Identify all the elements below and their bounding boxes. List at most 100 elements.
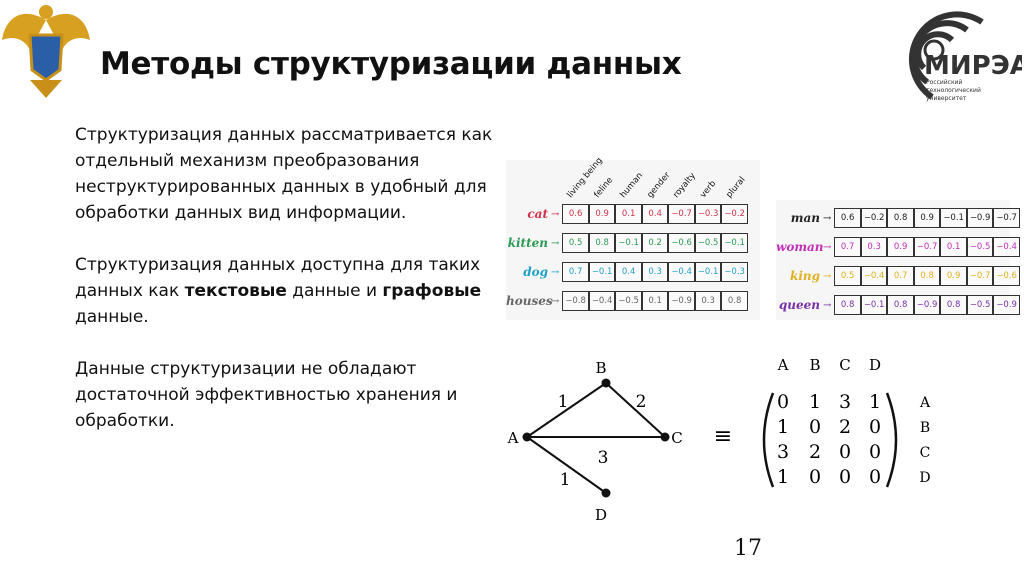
vector-cell: −0.8 (562, 291, 589, 311)
vector-cell: −0.1 (940, 208, 967, 228)
graph-edge (526, 382, 607, 438)
edge-weight: 2 (636, 392, 647, 412)
matrix-right-bracket (885, 392, 898, 488)
row-word: kitten (507, 236, 548, 250)
text: данные. (75, 307, 149, 327)
matrix-cell: 0 (839, 441, 851, 463)
vector-cell: −0.9 (668, 291, 695, 311)
matrix-row-label: B (920, 420, 930, 436)
matrix-cell: 0 (809, 416, 821, 438)
vector-cell: 0.8 (913, 266, 941, 286)
vector-cell: −0.1 (588, 262, 616, 282)
vector-cell: −0.6 (668, 233, 695, 253)
matrix-cell: 0 (809, 466, 821, 488)
vector-cell: −0.2 (721, 204, 748, 224)
matrix-left-bracket (762, 392, 775, 488)
vector-cell: 0.2 (641, 233, 669, 253)
vector-cell: −0.4 (588, 291, 616, 311)
vector-cell: 0.7 (887, 266, 914, 286)
matrix-row-label: A (919, 395, 931, 411)
vector-cell: −0.1 (860, 295, 888, 315)
matrix-cell: 0 (839, 466, 851, 488)
arrow-icon: → (551, 266, 560, 278)
vector-cell: −0.9 (913, 295, 941, 315)
vector-cell: −0.6 (993, 266, 1020, 286)
vector-cell: 0.3 (694, 291, 722, 311)
vector-cell: −0.3 (694, 204, 722, 224)
node-label: A (507, 429, 519, 447)
svg-text:Российский: Российский (926, 79, 963, 86)
node-label: D (595, 506, 607, 524)
matrix-cell: 1 (869, 391, 881, 413)
row-word: king (790, 269, 820, 283)
vector-cell: 0.5 (834, 266, 861, 286)
vector-cell: −0.7 (966, 266, 994, 286)
paragraph-1: Структуризация данных рассматривается ка… (75, 125, 493, 223)
vector-cell: −0.3 (721, 262, 748, 282)
vector-cell: 0.8 (588, 233, 616, 253)
edge-weight: 3 (598, 448, 609, 468)
graph-node (601, 378, 611, 388)
paragraph-3: Данные структуризации не обладают достат… (75, 359, 458, 431)
matrix-column-label: D (869, 356, 881, 374)
vector-cell: 0.4 (641, 204, 669, 224)
node-label: B (595, 359, 606, 377)
paragraph-2: Структуризация данных доступна для таких… (75, 252, 495, 330)
matrix-cell: 3 (777, 441, 789, 463)
graph-node (522, 432, 532, 442)
node-label: C (671, 429, 682, 447)
vector-cell: 0.9 (940, 266, 967, 286)
page-number: 17 (734, 536, 762, 561)
graph-node (660, 432, 670, 442)
vector-cell: 0.7 (834, 237, 861, 257)
row-word: dog (523, 265, 548, 279)
svg-text:технологический: технологический (926, 87, 981, 94)
vector-cell: −0.7 (993, 208, 1020, 228)
arrow-icon: → (551, 237, 560, 249)
vector-cell: −0.1 (615, 233, 642, 253)
vector-cell: 0.1 (615, 204, 642, 224)
matrix-row-label: D (919, 470, 930, 486)
vector-cell: −0.5 (694, 233, 722, 253)
vector-cell: −0.1 (721, 233, 748, 253)
vector-cell: 0.6 (562, 204, 589, 224)
arrow-icon: → (823, 270, 832, 282)
vector-cell: 0.9 (913, 208, 941, 228)
vector-cell: 0.6 (834, 208, 861, 228)
matrix-cell: 0 (777, 391, 789, 413)
graph-node (601, 488, 611, 498)
university-emblem (2, 5, 90, 98)
matrix-cell: 0 (869, 466, 881, 488)
vector-cell: −0.2 (860, 208, 888, 228)
row-word: queen (778, 298, 820, 312)
vector-cell: 0.8 (940, 295, 967, 315)
graph-edge (526, 436, 607, 494)
matrix-column-label: B (809, 356, 820, 374)
vector-cell: 0.9 (588, 204, 616, 224)
vector-cell: 0.4 (615, 262, 642, 282)
arrow-icon: → (823, 299, 832, 311)
bold-text: текстовые (184, 281, 287, 301)
column-header: human (618, 170, 646, 200)
matrix-cell: 2 (809, 441, 821, 463)
matrix-cell: 0 (869, 441, 881, 463)
vector-cell: 0.8 (887, 295, 914, 315)
matrix-cell: 1 (809, 391, 821, 413)
matrix-cell: 1 (777, 466, 789, 488)
matrix-column-label: A (777, 356, 789, 374)
arrow-icon: → (551, 208, 560, 220)
row-word: houses (506, 294, 553, 308)
vector-cell: −0.5 (966, 237, 994, 257)
text: Структуризация данных доступна для таких… (75, 255, 481, 301)
row-word: cat (527, 207, 548, 221)
vector-cell: −0.4 (668, 262, 695, 282)
column-header: feline (591, 175, 615, 200)
matrix-cell: 3 (839, 391, 851, 413)
vector-cell: −0.1 (694, 262, 722, 282)
graph-edge (605, 382, 666, 438)
